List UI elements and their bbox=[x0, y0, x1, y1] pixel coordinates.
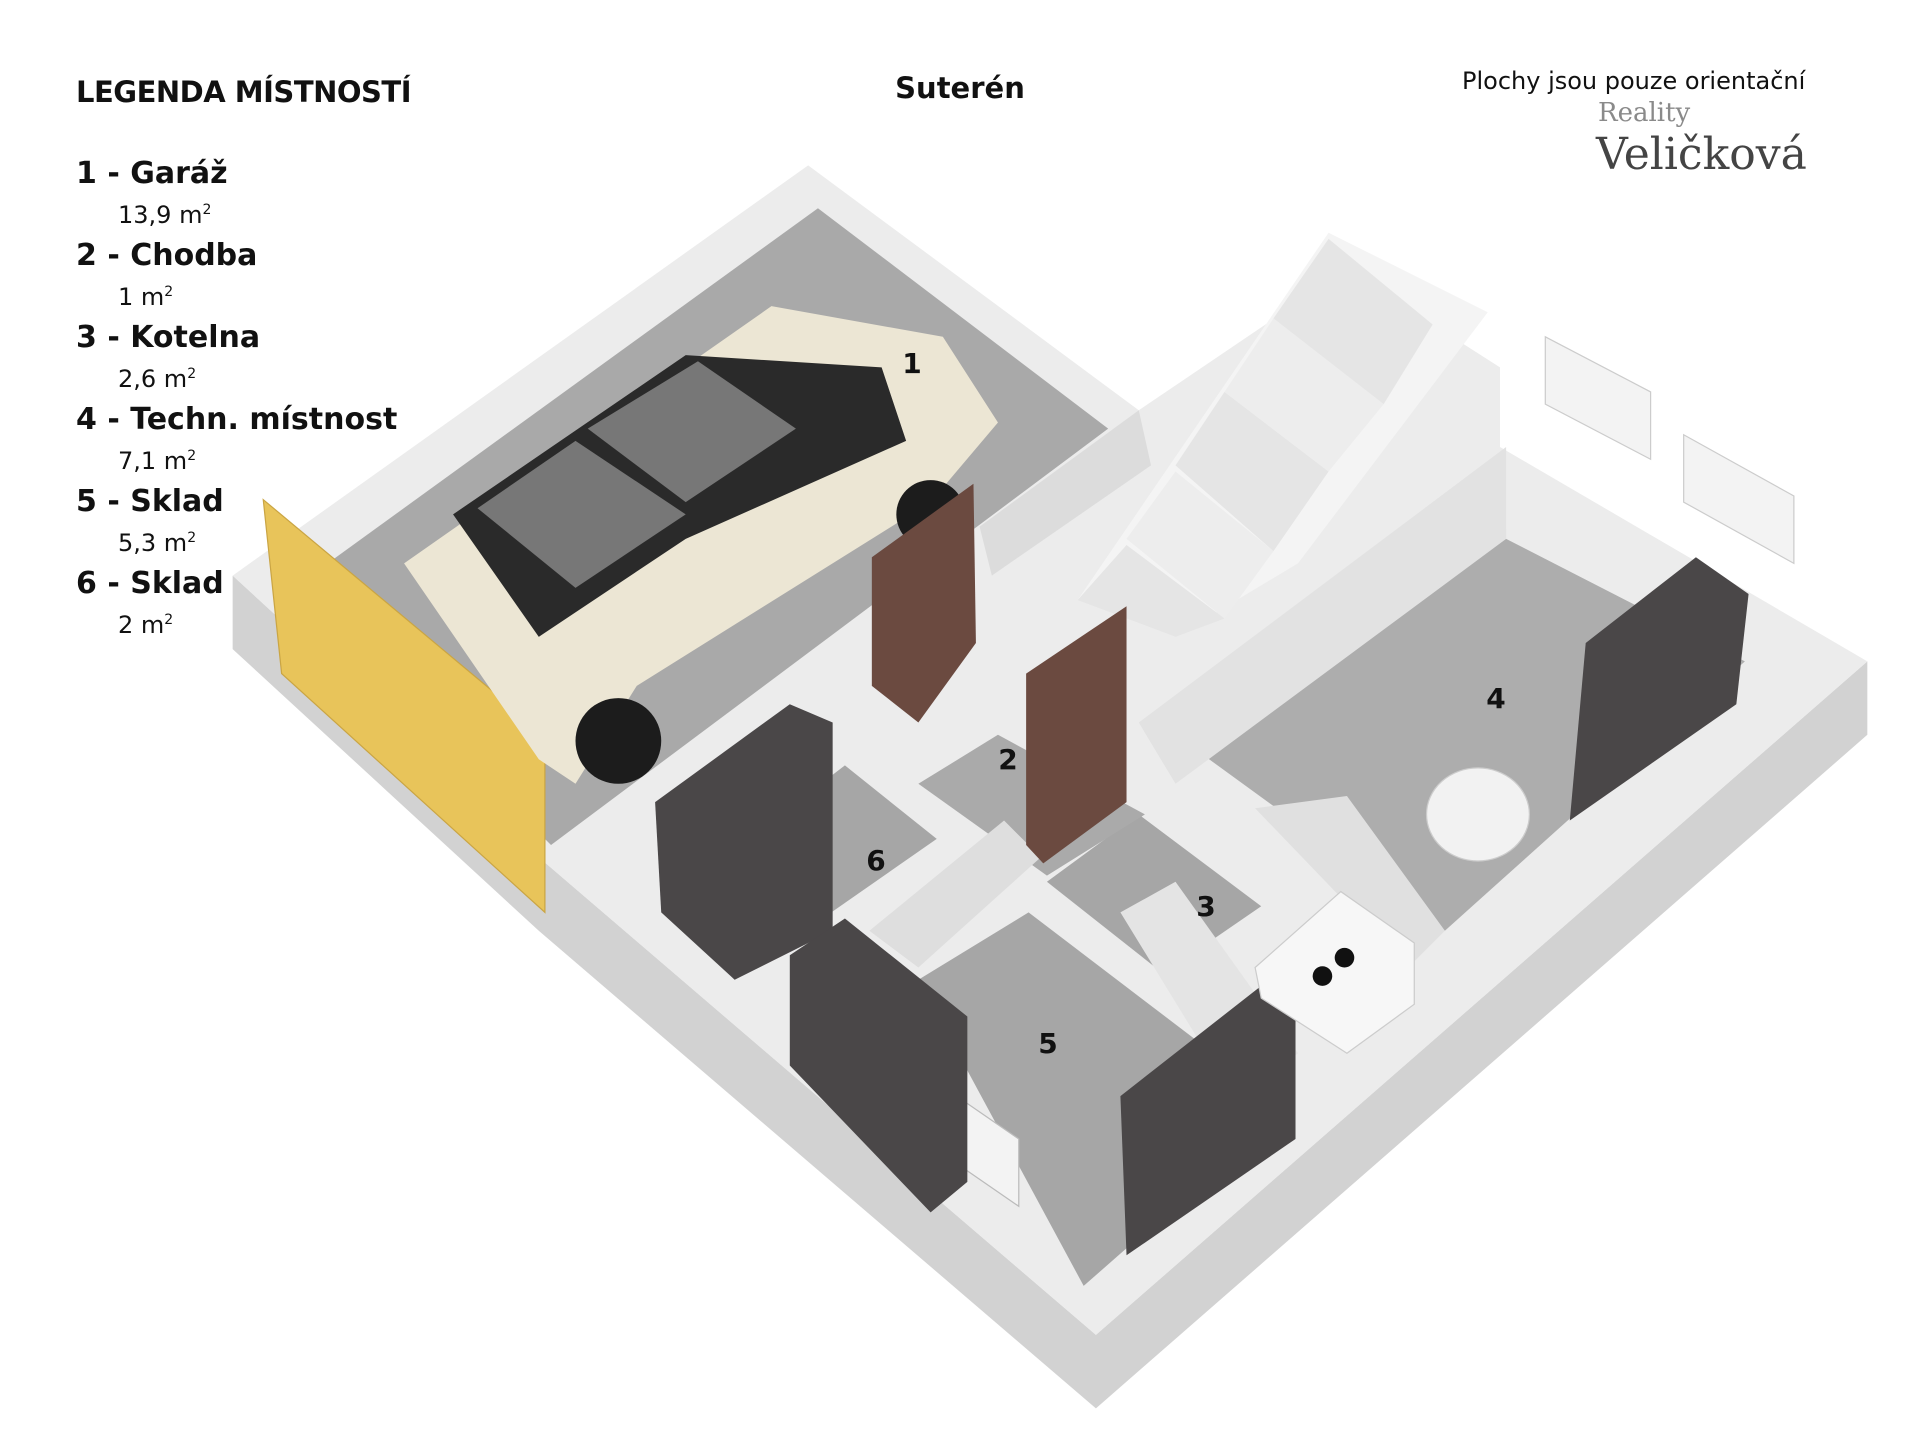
area-value: 1 m bbox=[118, 283, 165, 311]
room-area: 7,1 m2 bbox=[118, 439, 397, 478]
logo-line2: Veličková bbox=[1596, 129, 1807, 180]
water-tank bbox=[1425, 767, 1530, 862]
shelf bbox=[655, 704, 833, 980]
area-exponent: 2 bbox=[164, 284, 174, 300]
area-exponent: 2 bbox=[187, 366, 197, 382]
inner-wall bbox=[869, 820, 1041, 968]
room5-floor bbox=[918, 912, 1286, 1286]
room-label-5: 5 bbox=[1038, 1027, 1058, 1060]
room-label-3: 3 bbox=[1196, 890, 1216, 923]
area-value: 2,6 m bbox=[118, 365, 188, 393]
room-area: 2,6 m2 bbox=[118, 357, 397, 396]
room-name: 1 - Garáž bbox=[76, 156, 228, 191]
garage-door bbox=[262, 498, 546, 914]
window bbox=[1683, 433, 1795, 565]
area-exponent: 2 bbox=[164, 612, 174, 628]
disclaimer-note: Plochy jsou pouze orientační bbox=[1462, 67, 1806, 95]
room-label-6: 6 bbox=[866, 844, 886, 877]
area-exponent: 2 bbox=[187, 448, 197, 464]
room-name: 2 - Chodba bbox=[76, 238, 258, 273]
boiler bbox=[1254, 890, 1415, 1054]
area-value: 13,9 m bbox=[118, 201, 203, 229]
room-area: 13,9 m2 bbox=[118, 193, 397, 232]
room-name: 4 - Techn. místnost bbox=[76, 402, 398, 437]
outer-wall-front bbox=[232, 575, 1868, 1409]
room-label-4: 4 bbox=[1486, 682, 1506, 715]
window bbox=[1544, 335, 1652, 461]
floor-title: Suterén bbox=[895, 71, 1025, 105]
shelf bbox=[1120, 985, 1296, 1256]
shelf bbox=[789, 918, 968, 1213]
area-value: 2 m bbox=[118, 611, 165, 639]
room-name: 6 - Sklad bbox=[76, 566, 224, 601]
door bbox=[1026, 606, 1127, 864]
area-value: 7,1 m bbox=[118, 447, 188, 475]
room-area: 2 m2 bbox=[118, 603, 397, 642]
inner-wall bbox=[1255, 796, 1445, 968]
inner-wall bbox=[1138, 447, 1507, 784]
legend-title: LEGENDA MÍSTNOSTÍ bbox=[76, 75, 411, 109]
logo-line1: Reality bbox=[1598, 98, 1691, 128]
inner-wall bbox=[979, 410, 1152, 576]
room-area: 5,3 m2 bbox=[118, 521, 397, 560]
area-exponent: 2 bbox=[202, 202, 212, 218]
room-label-2: 2 bbox=[998, 743, 1018, 776]
room-name: 5 - Sklad bbox=[76, 484, 224, 519]
car bbox=[404, 306, 998, 784]
area-value: 5,3 m bbox=[118, 529, 188, 557]
shelf bbox=[1569, 557, 1749, 821]
room-name: 3 - Kotelna bbox=[76, 320, 261, 355]
room-label-1: 1 bbox=[902, 347, 922, 380]
room-area: 1 m2 bbox=[118, 275, 397, 314]
door bbox=[871, 483, 976, 723]
area-exponent: 2 bbox=[187, 530, 197, 546]
